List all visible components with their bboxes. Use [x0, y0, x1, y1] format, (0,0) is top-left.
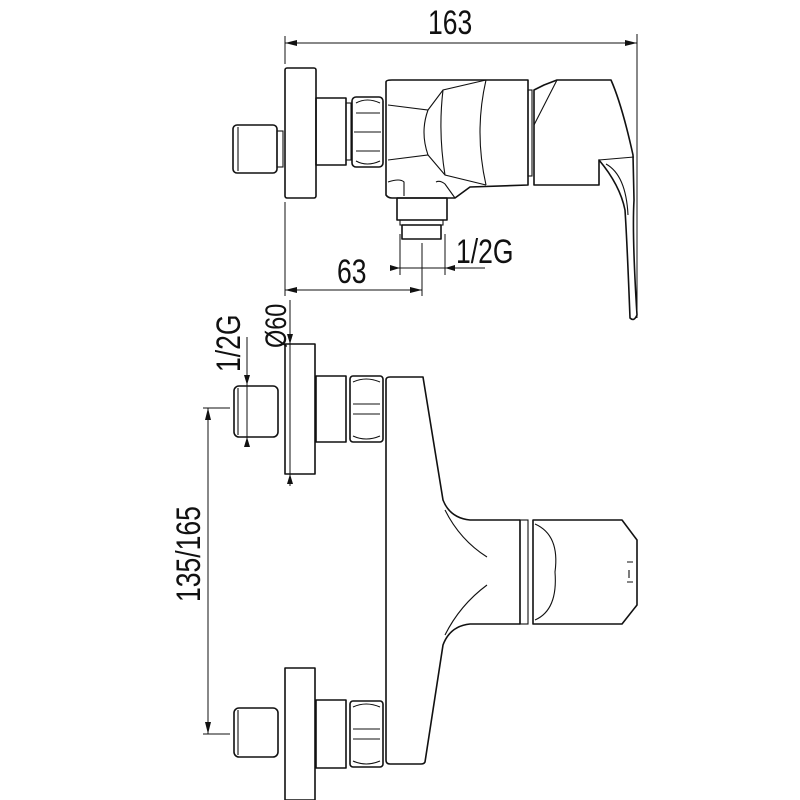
dimension-63: 63: [285, 243, 423, 296]
lower-inlet: [233, 667, 384, 800]
front-handle: [532, 519, 638, 625]
brand-marking: [627, 561, 633, 583]
dimension-163: 163: [284, 4, 638, 318]
dimension-outlet-thread: 1/2G: [390, 233, 513, 275]
wall-flange: [284, 67, 317, 199]
upper-inlet-stub: [233, 385, 279, 438]
upper-inlet: [233, 343, 384, 475]
dimension-label-inlet-thread: 1/2G: [210, 315, 248, 372]
dimension-label-outlet-thread: 1/2G: [456, 233, 513, 271]
lower-hex-nut: [349, 700, 384, 768]
dimension-inlet-spacing: 135/165: [170, 407, 230, 735]
front-view: Ø60 1/2G 135/165: [170, 300, 638, 800]
lower-inlet-stub: [233, 707, 279, 758]
dimension-flange-diameter: Ø60: [259, 300, 293, 486]
upper-hex-nut: [349, 375, 384, 443]
front-mixer-body: [385, 376, 529, 765]
upper-wall-flange: [284, 343, 316, 475]
dimension-label-163: 163: [428, 4, 472, 42]
dimension-label-inlet-spacing: 135/165: [170, 506, 208, 602]
side-view: 163: [232, 4, 638, 321]
lower-wall-flange: [284, 667, 316, 800]
outlet-connector: [396, 197, 448, 240]
dimension-inlet-thread: 1/2G: [210, 315, 250, 447]
hex-nut: [351, 96, 384, 168]
connector-pipe: [315, 97, 347, 166]
mixer-body: [385, 79, 533, 199]
lever-handle: [533, 79, 638, 321]
dimension-label-flange-diameter: Ø60: [259, 304, 292, 348]
dimension-label-63: 63: [337, 253, 367, 291]
inlet-stub: [232, 124, 278, 174]
